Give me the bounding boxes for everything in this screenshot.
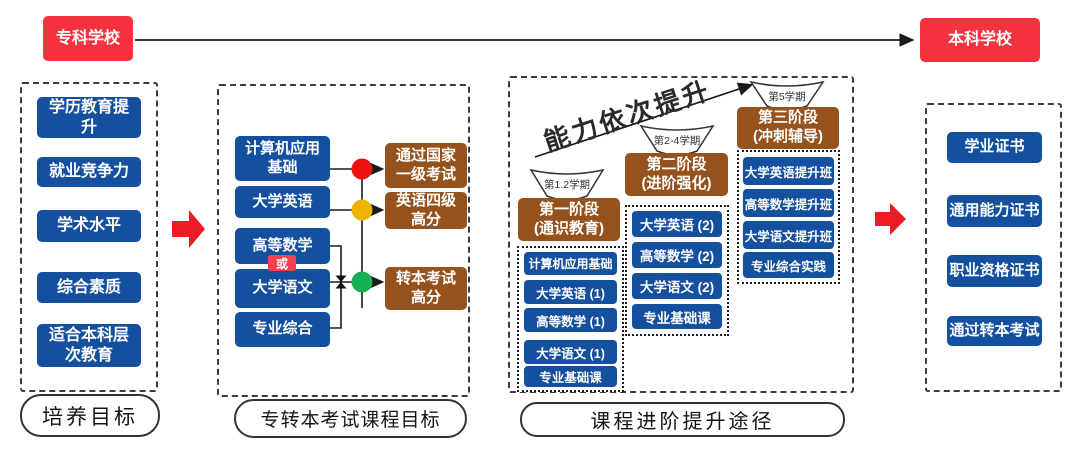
stage-3-title: 第三阶段 [757, 109, 818, 127]
outcome-cet4-box: 英语四级高分 [385, 192, 467, 229]
goals-footer-pill: 培养目标 [20, 394, 160, 437]
or-badge: 或 [268, 255, 296, 271]
outcome-national-exam-box: 通过国家一级考试 [385, 143, 467, 188]
certificates-column-frame [925, 103, 1062, 392]
stage-1-course-5: 专业基础课 [524, 366, 617, 387]
stage-2-course-3: 大学语文 (2) [632, 273, 722, 299]
certificate-item-1: 学业证书 [947, 132, 1042, 163]
course-major-box: 专业综合 [235, 312, 330, 347]
stage-2-course-1: 大学英语 (2) [632, 211, 722, 237]
stage-1-course-2: 大学英语 (1) [524, 280, 617, 304]
stage-3-course-4: 专业综合实践 [743, 252, 834, 278]
semester-label-3: 第5学期 [768, 90, 806, 103]
course-goals-footer-pill: 专转本考试课程目标 [234, 399, 467, 438]
course-computer-box: 计算机应用基础 [235, 136, 330, 181]
stage-1-subtitle: (通识教育) [534, 219, 604, 237]
goal-item-2: 就业竞争力 [37, 157, 141, 187]
stage-3-course-3: 大学语文提升班 [743, 221, 834, 249]
stage-3-course-2: 高等数学提升班 [743, 189, 834, 217]
flow-arrow-1 [172, 210, 205, 248]
stage-3-header: 第三阶段 (冲刺辅导) [737, 107, 839, 149]
stage-1-header: 第一阶段 (通识教育) [518, 198, 620, 241]
stage-3-course-1: 大学英语提升班 [743, 157, 834, 185]
progression-footer-pill: 课程进阶提升途径 [520, 402, 845, 437]
progression-column-frame [508, 76, 854, 393]
certificate-item-3: 职业资格证书 [947, 255, 1042, 287]
goal-item-3: 学术水平 [37, 210, 141, 242]
stage-1-course-1: 计算机应用基础 [524, 252, 617, 275]
stage-2-course-4: 专业基础课 [632, 304, 722, 329]
stage-1-course-3: 高等数学 (1) [524, 308, 617, 332]
source-school-box: 专科学校 [43, 16, 133, 61]
outcome-transfer-exam-box: 转本考试高分 [385, 267, 467, 310]
semester-label-1: 第1.2学期 [543, 178, 591, 191]
stage-1-title: 第一阶段 [538, 200, 599, 218]
stage-2-subtitle: (进阶强化) [641, 174, 712, 192]
certificate-item-2: 通用能力证书 [947, 195, 1042, 227]
course-chinese-box: 大学语文 [235, 269, 330, 308]
goal-item-5: 适合本科层次教育 [37, 324, 141, 367]
stage-3-subtitle: (冲刺辅导) [753, 128, 823, 145]
stage-1-course-4: 大学语文 (1) [524, 340, 617, 364]
stage-2-header: 第二阶段 (进阶强化) [625, 153, 728, 196]
stage-2-course-2: 高等数学 (2) [632, 242, 722, 268]
course-goals-column-frame [217, 84, 470, 397]
goals-column-frame [20, 82, 158, 392]
semester-label-2: 第2-4学期 [653, 134, 701, 147]
target-school-label: 本科学校 [947, 31, 1012, 48]
source-school-label: 专科学校 [55, 29, 120, 47]
goal-item-4: 综合素质 [37, 272, 141, 303]
goal-item-1: 学历教育提升 [37, 97, 141, 138]
flow-arrow-2 [875, 203, 906, 235]
target-school-box: 本科学校 [920, 18, 1040, 62]
stage-2-title: 第二阶段 [646, 155, 707, 173]
certificate-item-4: 通过转本考试 [947, 316, 1042, 346]
course-english-box: 大学英语 [235, 186, 330, 218]
